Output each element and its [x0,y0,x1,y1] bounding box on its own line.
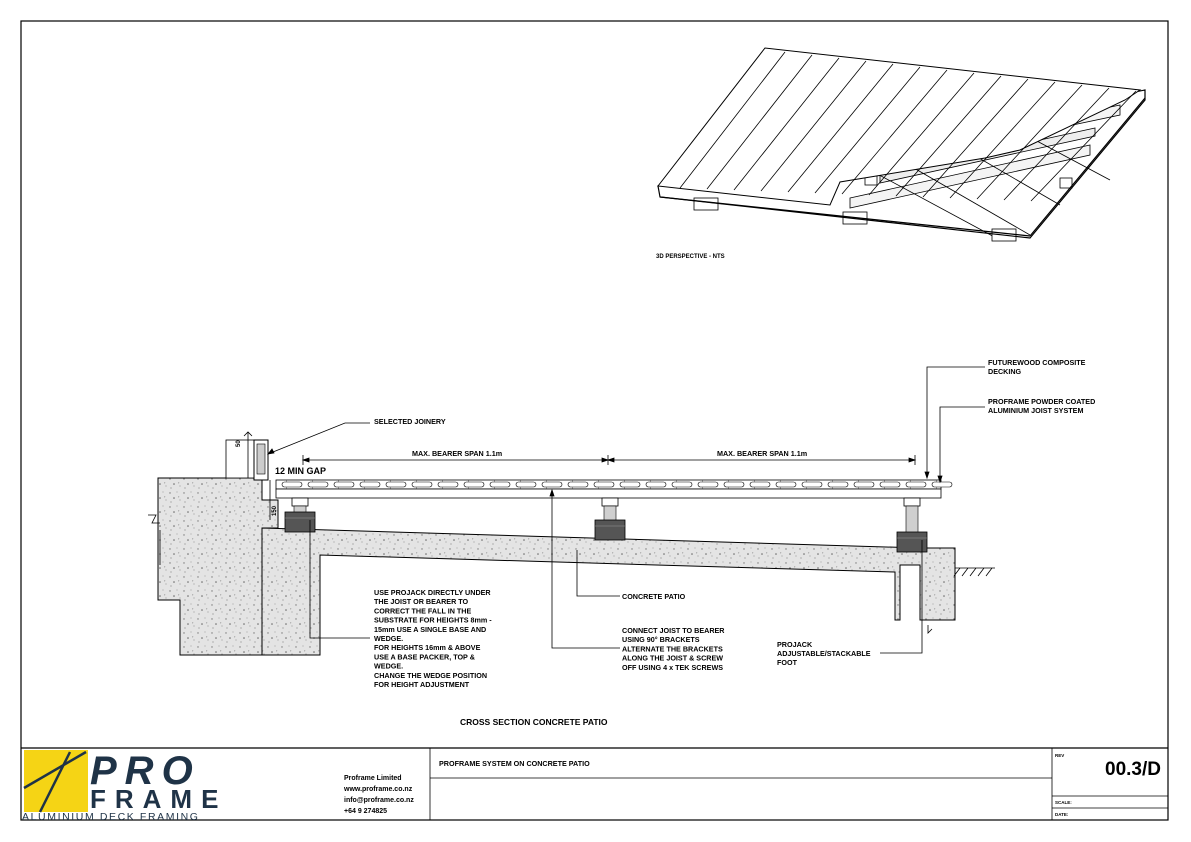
height-dimension: 150 [272,505,278,516]
deck-board-profile [489,481,511,488]
deck-board-line [706,54,813,190]
deck-board-profile [593,481,615,488]
deck-board-profile [879,481,901,488]
deck-board-line [922,78,1029,198]
deck-board-profile [619,481,641,488]
perspective-caption: 3D PERSPECTIVE - NTS [656,254,725,260]
deck-board-line [733,57,840,191]
deck-board-line [868,72,975,196]
projack-usage-line: WEDGE. [374,634,403,643]
rev-label: REV [1055,753,1064,758]
logo-pro: PRO [90,749,201,793]
joinery-callout: SELECTED JOINERY [374,417,446,426]
projack-usage-line: FOR HEIGHTS 16mm & ABOVE [374,643,481,652]
projack-usage-line: WEDGE. [374,662,403,671]
span-dimensions [301,455,917,465]
deck-board-profile [333,481,355,488]
proframe-logo: PRO FRAME ALUMINIUM DECK FRAMING [22,749,227,823]
connect-joist-line: ALTERNATE THE BRACKETS [622,644,723,653]
decking-callout: FUTUREWOOD COMPOSITE DECKING [988,358,1087,376]
decking-boards-3d [657,47,1142,206]
deck-board-profile [827,481,849,488]
deck-board-line [787,63,894,193]
perspective-view: 3D PERSPECTIVE - NTS [656,47,1146,260]
projack-usage-line: SUBSTRATE FOR HEIGHTS 8mm - [374,616,492,625]
cross-section: 50 12 MIN GAP 150 MAX. BEARER SPAN 1.1m … [148,358,1097,727]
joist-system-callout: PROFRAME POWDER COATED ALUMINIUM JOIST S… [988,397,1097,415]
logo-frame: FRAME [90,784,227,814]
deck-board-profile [515,481,537,488]
deck-board-profile [541,481,563,488]
gap-dimension: 12 MIN GAP [275,466,326,476]
deck-board-profile [853,481,875,488]
project-title: PROFRAME SYSTEM ON CONCRETE PATIO [439,759,590,768]
connect-joist-line: USING 90° BRACKETS [622,635,700,644]
projack-usage-line: 15mm USE A SINGLE BASE AND [374,625,486,634]
projack-usage-line: CHANGE THE WEDGE POSITION [374,671,487,680]
deck-board-line [841,69,948,195]
projack-usage-line: USE PROJACK DIRECTLY UNDER [374,588,491,597]
connect-joist-line: ALONG THE JOIST & SCREW [622,654,723,663]
deck-board-profile [385,481,407,488]
deck-board-profile [905,481,927,488]
deck-board-profile [411,481,433,488]
deck-board-profile [775,481,797,488]
deck-board-profile [567,481,589,488]
deck-board-profile [801,481,823,488]
projack-usage-line: THE JOIST OR BEARER TO [374,597,469,606]
deck-board-line [814,66,921,194]
leader-lines [267,366,985,654]
projack-foot [896,497,928,553]
deck-board-profile [281,481,303,488]
deck-board-line [1030,90,1137,202]
connect-joist-line: CONNECT JOIST TO BEARER [622,626,725,635]
concrete-patio-slab [261,527,956,656]
deck-board-line [760,60,867,192]
deck-board-line [895,75,1002,197]
deck-board-profile [437,481,459,488]
deck-board-profile [671,481,693,488]
deck-board-profile [307,481,329,488]
deck-board-line [679,51,786,189]
projack-usage-line: CORRECT THE FALL IN THE [374,606,472,615]
deck-board-line [976,84,1083,200]
projack-foot-callout: PROJACK ADJUSTABLE/STACKABLE FOOT [777,640,873,667]
date-label: DATE: [1055,812,1069,817]
deck-board-line [1003,87,1110,201]
deck-board-profile [749,481,771,488]
section-title: CROSS SECTION CONCRETE PATIO [460,717,608,727]
projack-foot [594,497,626,541]
connect-joist-line: OFF USING 4 x TEK SCREWS [622,663,723,672]
drawing-number: 00.3/D [1105,759,1161,780]
company-details: Proframe Limited www.proframe.co.nz info… [343,775,416,815]
scale-label: SCALE: [1055,800,1072,805]
projack-usage-line: FOR HEIGHT ADJUSTMENT [374,680,470,689]
projack-usage-line: USE A BASE PACKER, TOP & [374,652,475,661]
sheet-border [20,20,1169,821]
deck-board-profile [463,481,485,488]
joinery-dimension: 50 [236,440,242,447]
left-footing [157,477,279,656]
deck-board-profile [697,481,719,488]
deck-board-profile [723,481,745,488]
deck-board-profile [645,481,667,488]
deck-board-profile [359,481,381,488]
title-block: PRO FRAME ALUMINIUM DECK FRAMING Profram… [21,747,1168,823]
bearer-span-label-1: MAX. BEARER SPAN 1.1m [412,449,502,458]
concrete-patio-callout: CONCRETE PATIO [622,592,686,601]
joist-section [275,488,942,499]
deck-board-profile [931,481,953,488]
deck-board-line [949,81,1056,199]
bearer-span-label-2: MAX. BEARER SPAN 1.1m [717,449,807,458]
joinery: 50 [225,431,269,481]
projack-foot [284,497,316,533]
logo-tagline: ALUMINIUM DECK FRAMING [22,811,200,823]
